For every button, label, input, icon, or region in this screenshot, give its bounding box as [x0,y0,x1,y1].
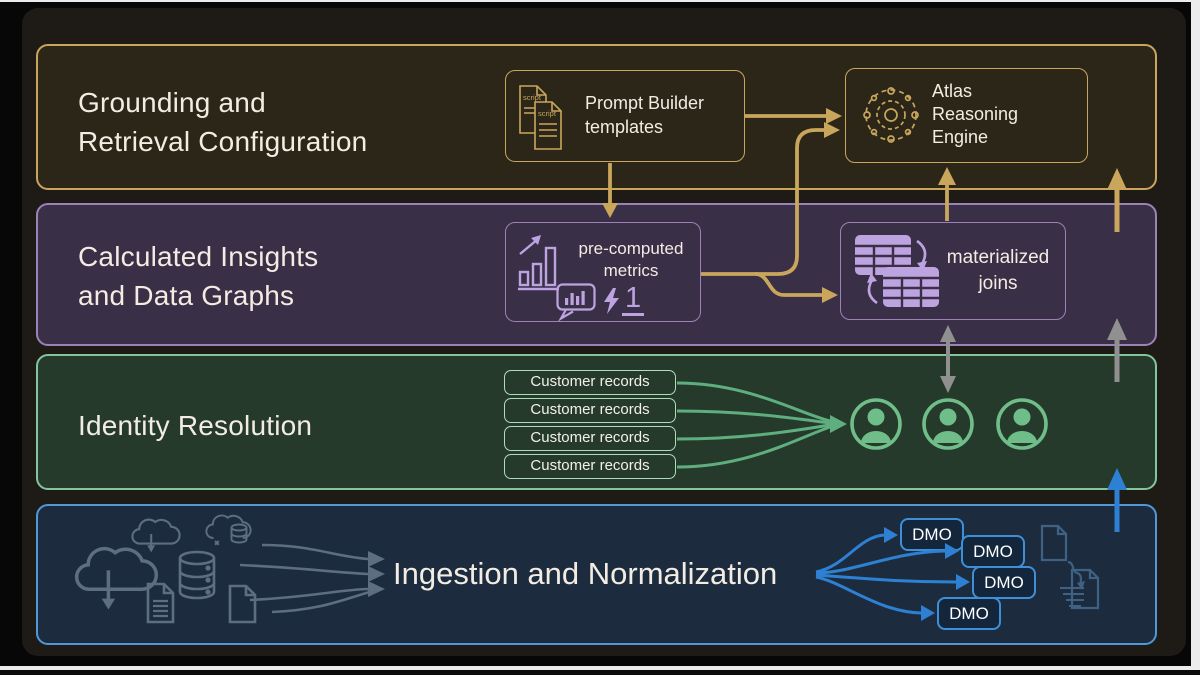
unified-profiles [850,398,1048,450]
svg-text:script: script [523,93,542,102]
frame-bottom-strip [0,670,1200,675]
svg-text:script: script [538,109,557,118]
atlas-reasoning-engine-node [845,68,1088,163]
materialized-joins-label: materialized joins [946,247,1050,294]
joined-tables-icon [855,235,939,307]
cloud-database-icon [205,514,252,546]
document-lines-icon [146,582,175,624]
person-icon [850,398,902,450]
precomputed-metrics-node [505,222,701,322]
precomputed-label: pre-computed metrics [578,239,684,280]
metric-count-value: 1 [622,283,645,316]
script-documents-icon: script script [519,85,562,150]
identity-layer-title: Identity Resolution [78,410,313,441]
prompt-builder-label: Prompt Builder templates [585,93,705,137]
person-icon [922,398,974,450]
frame-bottom-line [0,666,1200,670]
prompt-builder-node [505,70,745,162]
dmo-box: DMO [900,518,964,551]
document-transform-icon [1040,524,1100,610]
dmo-box: DMO [961,535,1025,568]
dmo-box: DMO [972,566,1036,599]
cloud-download-icon [131,518,181,553]
materialized-joins-node [840,222,1066,320]
bar-chart-trend-icon [518,235,559,291]
person-icon [996,398,1048,450]
cloud-download-icon [74,546,159,610]
frame-top-line [0,0,1200,2]
customer-records-box: Customer records [504,426,676,451]
customer-records-box: Customer records [504,454,676,479]
atlas-label: Atlas Reasoning Engine [932,81,1019,147]
gear-cluster-icon [863,87,919,143]
grounding-layer-title: Grounding and Retrieval Configuration [78,87,368,157]
frame-right-line [1191,0,1200,671]
customer-records-box: Customer records [504,370,676,395]
data-source-icons [74,514,257,624]
ingestion-layer-title: Ingestion and Normalization [393,556,778,591]
database-icon [178,550,216,600]
spark-icon [604,288,619,314]
chart-speech-bubble-icon [556,283,596,321]
dmo-box: DMO [937,597,1001,630]
customer-records-box: Customer records [504,398,676,423]
insights-layer-title: Calculated Insights and Data Graphs [78,241,319,311]
document-icon [228,584,257,624]
layer-calculated-insights [36,203,1157,346]
